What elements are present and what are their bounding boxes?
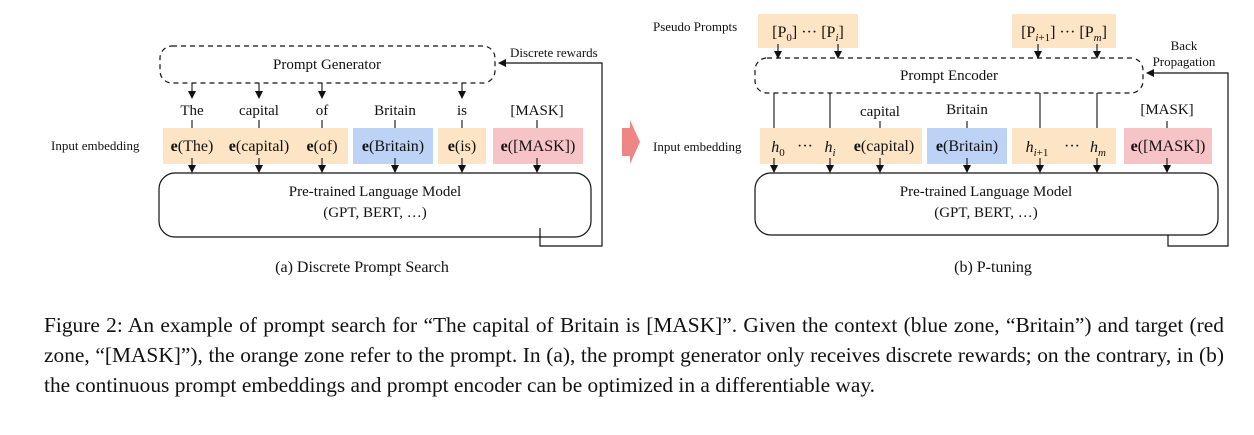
pseudo-prompt-left: [P0] ··· [Pi] [772, 24, 844, 44]
subcaption-a: (a) Discrete Prompt Search [275, 259, 449, 276]
language-model-sub-a: (GPT, BERT, …) [323, 205, 427, 221]
embedding-hm: hm [1090, 139, 1106, 159]
red-zone-a [493, 128, 583, 164]
embedding-b-to-model-arrows [770, 158, 1171, 173]
embedding-dots-right: ··· [1064, 138, 1080, 155]
red-zone-b [1124, 128, 1212, 164]
embedding-h0: h0 [771, 139, 785, 159]
pseudo-to-encoder-arrows [774, 44, 1101, 59]
subcaption-b: (b) P-tuning [954, 259, 1032, 276]
word-of: of [316, 103, 329, 119]
embedding-dots-left: ··· [797, 138, 813, 155]
language-model-box-b [754, 172, 1219, 236]
back-propagation-label-2: Propagation [1153, 54, 1216, 69]
input-embedding-label-a: Input embedding [51, 138, 140, 153]
embedding-is: e(is) [448, 138, 476, 155]
prompt-encoder-label: Prompt Encoder [900, 68, 998, 84]
orange-zone-b-right [1012, 128, 1116, 164]
orange-zone-b-left [760, 128, 922, 164]
embedding-mask: e([MASK]) [501, 138, 576, 155]
embedding-to-model-arrows [188, 158, 541, 173]
prompt-generator-label: Prompt Generator [273, 57, 381, 73]
word-the: The [180, 103, 204, 119]
pseudo-prompt-right: [Pi+1] ··· [Pm] [1021, 24, 1107, 44]
pseudo-prompt-right-zone [1012, 14, 1116, 48]
embedding-b-capital: e(capital) [854, 138, 914, 155]
language-model-label-a: Pre-trained Language Model [289, 184, 461, 200]
pseudo-prompts-label: Pseudo Prompts [653, 19, 737, 34]
language-model-box-a [158, 172, 592, 238]
input-embedding-label-b: Input embedding [653, 139, 742, 154]
word-b-mask: [MASK] [1140, 102, 1193, 118]
embedding-britain: e(Britain) [362, 138, 424, 155]
blue-zone-a [353, 128, 433, 164]
pseudo-prompt-left-zone [758, 14, 858, 48]
panel-b: Pseudo Prompts [P0] ··· [Pi] [Pi+1] ··· … [653, 14, 1229, 276]
back-propagation-arrow [1146, 69, 1229, 247]
generator-to-word-arrows [188, 83, 466, 99]
embedding-b-mask: e([MASK]) [1131, 138, 1206, 155]
word-mask: [MASK] [510, 103, 563, 119]
back-propagation-label-1: Back [1171, 38, 1198, 53]
language-model-label-b: Pre-trained Language Model [900, 184, 1072, 200]
embedding-of: e(of) [306, 138, 337, 155]
panel-transition-arrow [622, 120, 640, 164]
panel-a: Prompt Generator Discrete rewards The ca… [51, 45, 603, 276]
orange-zone-a [163, 128, 348, 164]
figure-diagram: Prompt Generator Discrete rewards The ca… [51, 14, 1229, 276]
word-capital: capital [239, 103, 279, 119]
word-b-britain: Britain [946, 102, 988, 118]
embedding-capital: e(capital) [229, 138, 289, 155]
language-model-sub-b: (GPT, BERT, …) [934, 205, 1038, 221]
figure-caption: Figure 2: An example of prompt search fo… [44, 313, 1224, 397]
rewards-feedback-arrow [498, 59, 603, 247]
word-britain: Britain [374, 103, 416, 119]
word-is: is [457, 103, 467, 119]
word-b-capital: capital [860, 104, 900, 120]
discrete-rewards-label: Discrete rewards [510, 45, 598, 60]
embedding-hi-plus-1: hi+1 [1026, 139, 1049, 159]
prompt-encoder-box [754, 57, 1144, 94]
embedding-hi: hi [824, 139, 835, 159]
embedding-b-britain: e(Britain) [936, 138, 998, 155]
prompt-generator-box [159, 45, 496, 84]
embedding-the: e(The) [171, 138, 214, 155]
